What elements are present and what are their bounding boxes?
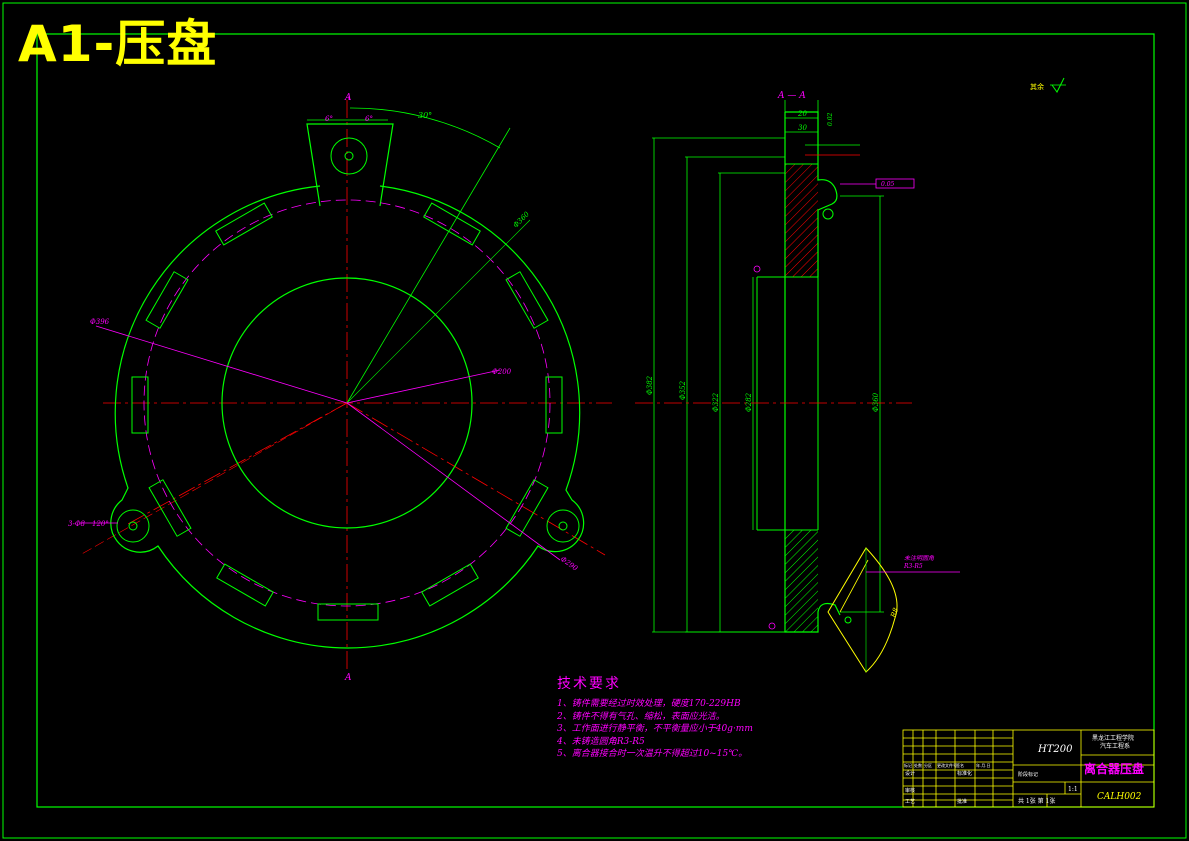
- side-dia-2: Φ352: [679, 380, 687, 400]
- side-dia-1: Φ382: [646, 375, 654, 395]
- section-label: A — A: [777, 91, 806, 101]
- role-process: 工艺: [905, 799, 915, 805]
- thickness-1: 20: [797, 110, 807, 118]
- detail-radius: R8: [889, 606, 900, 619]
- dia-bottom-right-dim: Φ290: [559, 555, 580, 573]
- side-dia-5: Φ360: [872, 392, 880, 412]
- title-block: [902, 729, 1155, 808]
- role-review: 审核: [905, 787, 915, 794]
- school-text: 黑龙江工程学院: [1092, 734, 1134, 742]
- stage-label: 阶段标记: [1018, 771, 1038, 778]
- tech-req-item: 2、铸件不得有气孔、缩松，表面应光洁。: [557, 711, 725, 722]
- hole-left-angle-dim: 120°: [92, 520, 109, 528]
- dia-left-dim: Φ396: [90, 318, 110, 326]
- front-view: [79, 96, 612, 672]
- tech-req-item: 1、铸件需要经过时效处理，硬度170-229HB: [557, 699, 741, 709]
- section-marker-top: A: [344, 93, 352, 103]
- scale-text: 1:1: [1068, 786, 1078, 793]
- roughness-note: 其余: [1030, 82, 1044, 91]
- part-name-text: 离合器压盘: [1084, 761, 1144, 776]
- sheet-title: A1-压盘: [18, 15, 218, 73]
- detail-note-2: R3-R5: [903, 563, 923, 570]
- row-count: 处数: [914, 762, 922, 768]
- detail-note-1: 未注明圆角: [904, 554, 935, 562]
- role-design: 设计: [905, 770, 915, 777]
- angle-left-dim: 6°: [325, 115, 333, 123]
- row-mark: 标记: [904, 762, 912, 768]
- tech-req-item: 5、离合器接合时一次温升不得超过10~15℃。: [557, 749, 748, 759]
- angle-top-dim: 30°: [418, 111, 432, 120]
- dia-top-right-dim: Φ360: [512, 210, 532, 230]
- drawing-no-text: CALH002: [1097, 792, 1142, 802]
- tech-req-item: 4、未铸造圆角R3-R5: [557, 736, 645, 747]
- role-approve: 批准: [957, 798, 967, 805]
- material-text: HT200: [1037, 744, 1073, 755]
- row-sign: 签名: [956, 762, 964, 768]
- inner-frame: [36, 33, 1155, 808]
- technical-requirements-title: 技术要求: [557, 676, 621, 692]
- side-dia-4: Φ282: [745, 392, 753, 412]
- row-change: 更改文件号: [937, 762, 957, 768]
- tech-req-item: 3、工作面进行静平衡，不平衡量应小于40g·mm: [557, 724, 753, 734]
- gdt-value: 0.05: [881, 181, 895, 188]
- sheet-info-text: 共 1张 第 1张: [1018, 797, 1055, 805]
- role-standard: 标准化: [957, 770, 972, 777]
- angle-right-dim: 6°: [365, 115, 373, 123]
- department-text: 汽车工程系: [1100, 742, 1130, 750]
- side-dia-3: Φ322: [712, 392, 720, 412]
- section-view: [635, 77, 1066, 673]
- row-date: 年.月.日: [976, 762, 991, 768]
- section-marker-bottom: A: [344, 673, 352, 683]
- dia-mid-dim: Φ200: [492, 368, 512, 376]
- technical-requirements-list: 1、铸件需要经过时效处理，硬度170-229HB 2、铸件不得有气孔、缩松，表面…: [557, 698, 753, 761]
- thickness-2: 30: [798, 124, 807, 132]
- hole-left-dim: 3-Φ8: [68, 520, 86, 528]
- row-zone: 分区: [924, 762, 932, 768]
- flatness-value: 0.02: [827, 112, 834, 126]
